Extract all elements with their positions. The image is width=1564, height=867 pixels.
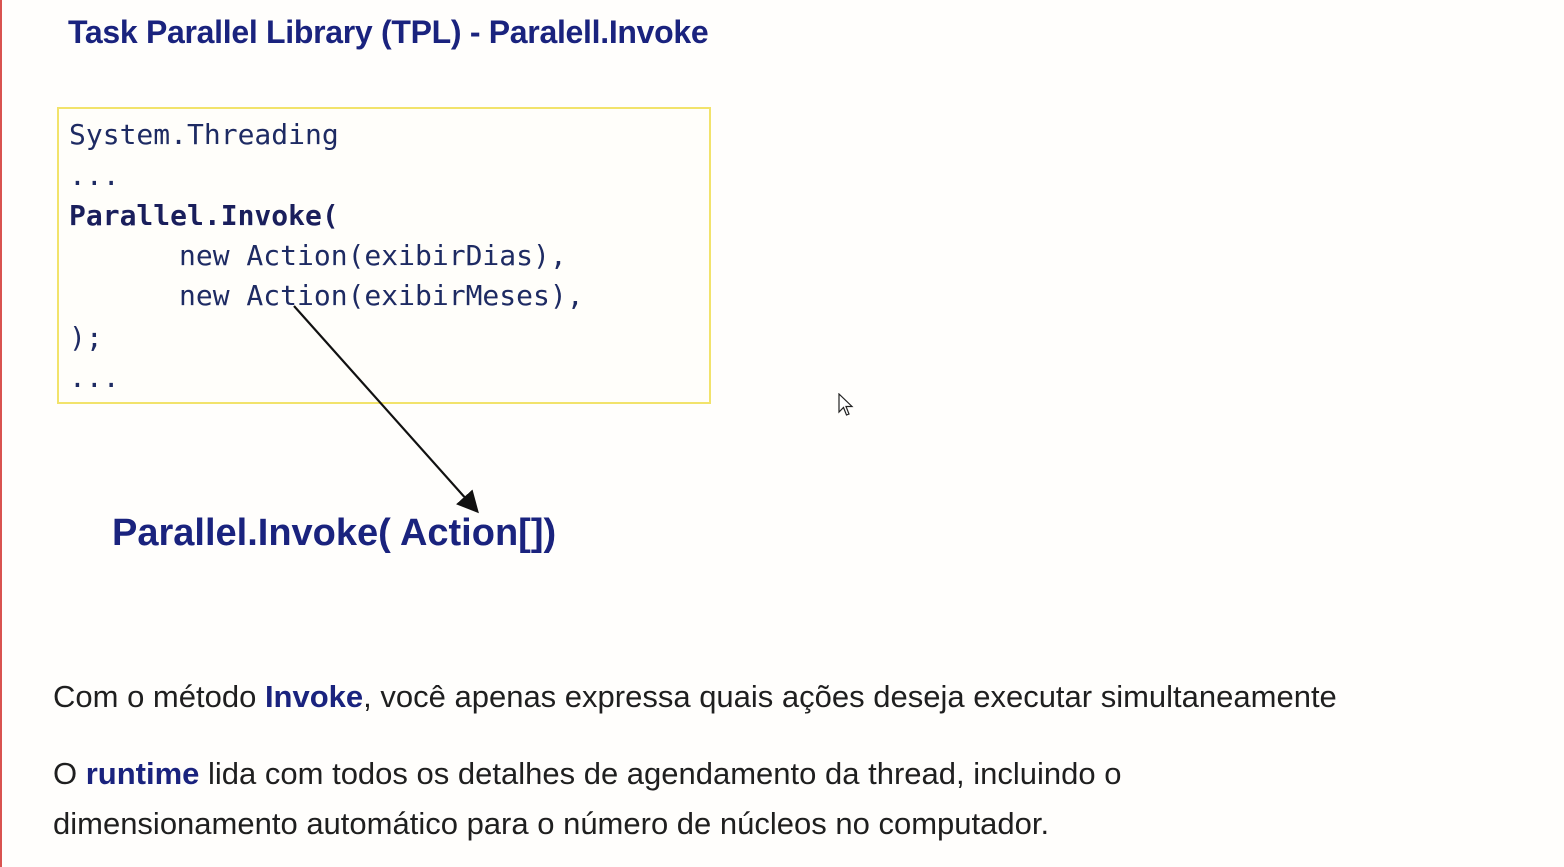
paragraph-runtime: O runtime lida com todos os detalhes de … — [53, 749, 1353, 849]
method-signature: Parallel.Invoke( Action[]) — [112, 512, 557, 554]
slide-title: Task Parallel Library (TPL) - Paralell.I… — [68, 14, 709, 50]
paragraph-invoke-highlight: Invoke — [264, 679, 364, 714]
code-line-ellipsis-bottom: ... — [69, 361, 120, 394]
mouse-pointer-icon — [838, 393, 854, 416]
code-line-action-meses: new Action(exibirMeses), — [179, 279, 584, 312]
paragraph-invoke-before: Com o método — [53, 679, 265, 714]
paragraph-invoke-after: , você apenas expressa quais ações desej… — [363, 679, 1337, 714]
code-block: System.Threading ... Parallel.Invoke( ne… — [57, 107, 711, 404]
paragraph-runtime-after: lida com todos os detalhes de agendament… — [53, 756, 1122, 841]
code-line-action-dias: new Action(exibirDias), — [179, 239, 567, 272]
paragraph-runtime-before: O — [53, 756, 86, 791]
code-line-close: ); — [69, 321, 103, 354]
code-line-namespace: System.Threading — [69, 118, 339, 151]
paragraph-runtime-highlight: runtime — [85, 756, 200, 791]
paragraph-invoke: Com o método Invoke, você apenas express… — [53, 672, 1553, 722]
code-line-ellipsis-top: ... — [69, 159, 120, 192]
code-line-invoke: Parallel.Invoke( — [69, 199, 339, 232]
